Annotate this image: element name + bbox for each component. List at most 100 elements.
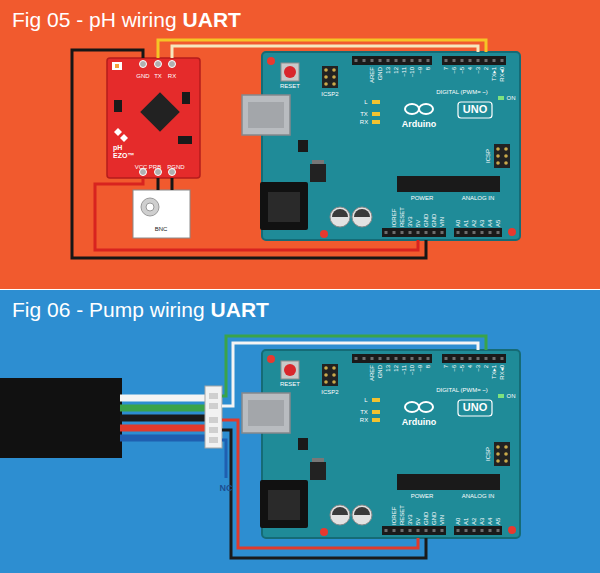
smd-part <box>178 136 192 144</box>
pin-label: IOREF <box>391 503 397 525</box>
pin-label: RX◂0 <box>499 365 505 385</box>
pin-label: PRB <box>149 164 161 170</box>
pin-label: 2 <box>483 365 489 385</box>
wire <box>120 435 205 442</box>
pin-label: 5V <box>415 503 421 525</box>
pin-label: GND <box>423 503 429 525</box>
pin-label: GND <box>136 73 149 79</box>
pin-label: ON <box>507 95 516 101</box>
pin-label: L <box>364 397 367 403</box>
pump-cable <box>0 336 486 558</box>
pin-label: 7 <box>443 67 449 87</box>
panel-title: Fig 05 - pH wiring <box>12 7 177 32</box>
wire-note: NC <box>220 484 233 493</box>
board-name: EZO™ <box>113 152 134 160</box>
panel: ArduinoUNOFig 06 - Pump wiringUART <box>0 290 600 573</box>
model-name: UNO <box>463 401 487 414</box>
pin-label: 3V3 <box>407 503 413 525</box>
pin-label: ~10 <box>409 365 415 385</box>
panel: pHEZO™ BNC Arduino UNO Fig 05 - pH wiringUAR… <box>0 0 600 289</box>
pin-label: 8 <box>425 67 431 87</box>
pin-label: ~11 <box>401 365 407 385</box>
pin-label: ANALOG IN <box>462 195 495 201</box>
bnc-connector: BNC <box>133 190 190 238</box>
panel-title: Fig 06 - Pump wiring <box>12 297 205 322</box>
pin-label: 5V <box>415 205 421 227</box>
pin-label: RX◂0 <box>499 67 505 87</box>
pin-label: VCC <box>135 164 148 170</box>
pin-label: 8 <box>425 365 431 385</box>
connector-name: BNC <box>155 226 168 233</box>
pin-label: IOREF <box>391 205 397 227</box>
pin-label: ICSP2 <box>321 91 338 97</box>
pin-label: PGND <box>167 164 184 170</box>
led <box>112 62 122 70</box>
panel-separator <box>0 289 600 290</box>
connector-slot <box>209 417 218 423</box>
pin-label: ~11 <box>401 67 407 87</box>
connector-slot <box>209 403 218 409</box>
pin-label: A5 <box>495 213 501 227</box>
panel-title-bold: UART <box>183 7 241 32</box>
bnc-socket <box>141 198 159 216</box>
smd-part <box>114 100 122 112</box>
pin-label: RX <box>168 73 176 79</box>
pin-label: RESET <box>399 503 405 525</box>
ph-circuit <box>107 58 200 238</box>
pin-label: 7 <box>443 365 449 385</box>
pin-label: ON <box>507 393 516 399</box>
pin-label: A5 <box>495 511 501 525</box>
pin-label: TX <box>360 409 368 415</box>
pin-label: A1 <box>463 511 469 525</box>
wire <box>120 395 205 402</box>
connector-slot <box>209 437 218 443</box>
pin-label: RESET <box>399 205 405 227</box>
arduino-board <box>242 52 520 240</box>
pin-label: ~3 <box>475 365 481 385</box>
pin-label: GND <box>423 205 429 227</box>
pin-label: 13 <box>385 67 391 87</box>
board-name: pH <box>113 144 122 152</box>
pin-label: TX <box>360 111 368 117</box>
pin-label: A0 <box>455 213 461 227</box>
pin-label: 13 <box>385 365 391 385</box>
pin-label: TX <box>154 73 162 79</box>
cable-jacket <box>0 378 122 458</box>
pin-label: GND <box>431 503 437 525</box>
pin-label: ~6 <box>451 365 457 385</box>
wire <box>120 415 205 422</box>
pin <box>155 61 162 68</box>
pin-label: AREF <box>369 365 375 385</box>
pin-label: ICSP2 <box>321 389 338 395</box>
bnc-pin <box>146 203 154 211</box>
pin-label: RESET <box>280 83 300 89</box>
pin-label: ~9 <box>417 365 423 385</box>
brand-name: Arduino <box>402 119 437 130</box>
pin-label: A2 <box>471 213 477 227</box>
connector-slot <box>209 427 218 433</box>
pin-label: 12 <box>393 67 399 87</box>
chip <box>140 92 180 132</box>
model-name: UNO <box>463 103 487 116</box>
pin <box>169 61 176 68</box>
wire <box>158 40 486 58</box>
wire <box>72 50 426 258</box>
wire <box>157 178 160 190</box>
connector <box>205 386 222 448</box>
pin-label: A1 <box>463 213 469 227</box>
led-core <box>115 64 119 68</box>
pin-label: 12 <box>393 365 399 385</box>
pin-label: 4 <box>467 365 473 385</box>
pin-label: AREF <box>369 67 375 87</box>
pin-label: A4 <box>487 213 493 227</box>
wire <box>222 343 478 406</box>
pin <box>140 61 147 68</box>
arduino-board <box>242 350 520 538</box>
wire <box>222 420 418 548</box>
pin-label: DIGITAL (PWM= ~) <box>436 89 488 95</box>
pin-label: ~3 <box>475 67 481 87</box>
connector-slot <box>209 393 218 399</box>
pin-label: RESET <box>280 381 300 387</box>
